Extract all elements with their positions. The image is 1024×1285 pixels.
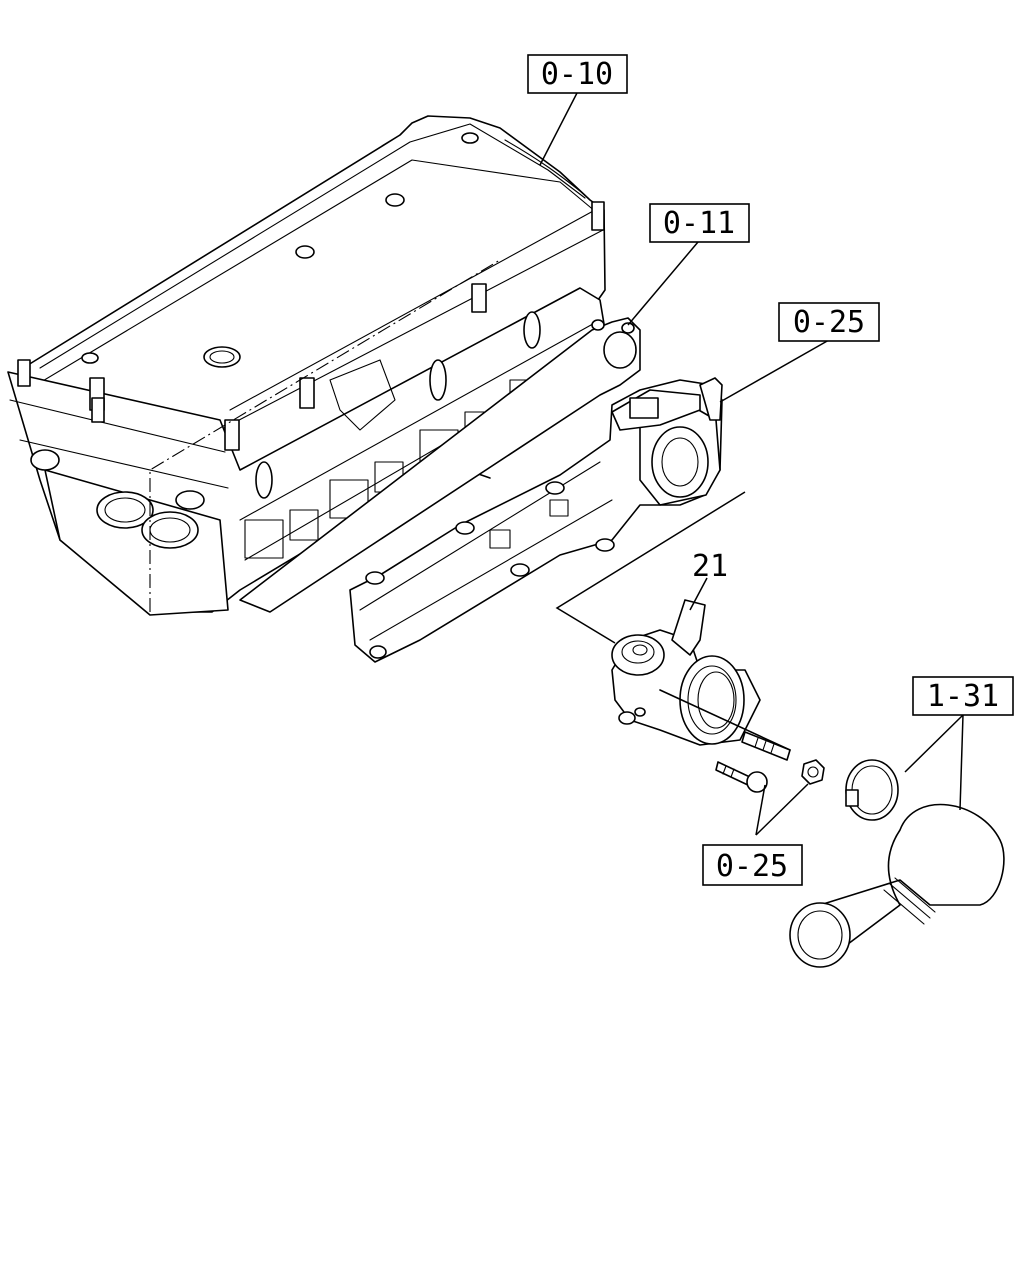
bolt-long bbox=[741, 731, 791, 761]
bolt-short bbox=[715, 761, 768, 793]
callout-1-31-label: 1-31 bbox=[927, 679, 999, 714]
manifold-gasket-illustration bbox=[239, 317, 641, 613]
callout-0-11-label: 0-11 bbox=[663, 206, 735, 241]
nut bbox=[801, 759, 825, 785]
callout-0-10[interactable]: 0-10 bbox=[527, 54, 628, 94]
callout-0-25-upper-label: 0-25 bbox=[793, 305, 865, 340]
callout-0-25-lower-label: 0-25 bbox=[716, 849, 788, 884]
callout-0-11[interactable]: 0-11 bbox=[649, 203, 750, 243]
throttle-body-illustration bbox=[611, 599, 791, 751]
callout-0-10-label: 0-10 bbox=[541, 57, 613, 92]
intake-manifold-illustration bbox=[349, 377, 723, 663]
leader-lines bbox=[539, 92, 964, 836]
hose-and-clamp-illustration bbox=[789, 759, 1005, 968]
callout-0-25-lower[interactable]: 0-25 bbox=[702, 844, 803, 886]
callout-1-31[interactable]: 1-31 bbox=[912, 676, 1014, 716]
bolts-and-nut-illustration bbox=[715, 731, 825, 793]
part-number-21[interactable]: 21 bbox=[692, 549, 728, 584]
cylinder-head-illustration bbox=[7, 115, 611, 616]
callout-0-25-upper[interactable]: 0-25 bbox=[778, 302, 880, 342]
